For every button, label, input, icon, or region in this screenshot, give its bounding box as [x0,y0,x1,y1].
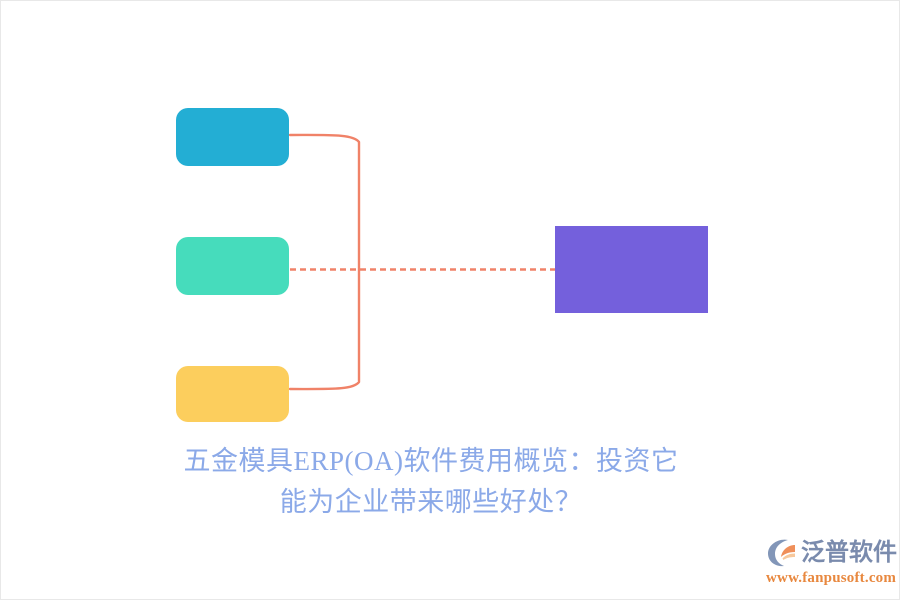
connector-bracket [288,133,361,391]
brand-watermark: 泛普软件 www.fanpusoft.com [766,536,897,588]
diagram-node-yellow[interactable] [176,366,289,422]
diagram-node-purple[interactable] [555,226,708,313]
brand-url: www.fanpusoft.com [766,570,897,586]
diagram-node-blue[interactable] [176,108,289,166]
diagram-node-green[interactable] [176,237,289,295]
page-title: 五金模具ERP(OA)软件费用概览：投资它 能为企业带来哪些好处？ [183,446,679,517]
brand-name: 泛普软件 [801,539,897,566]
brand-row: 泛普软件 [766,536,897,569]
fanpu-logo-icon [768,539,795,567]
